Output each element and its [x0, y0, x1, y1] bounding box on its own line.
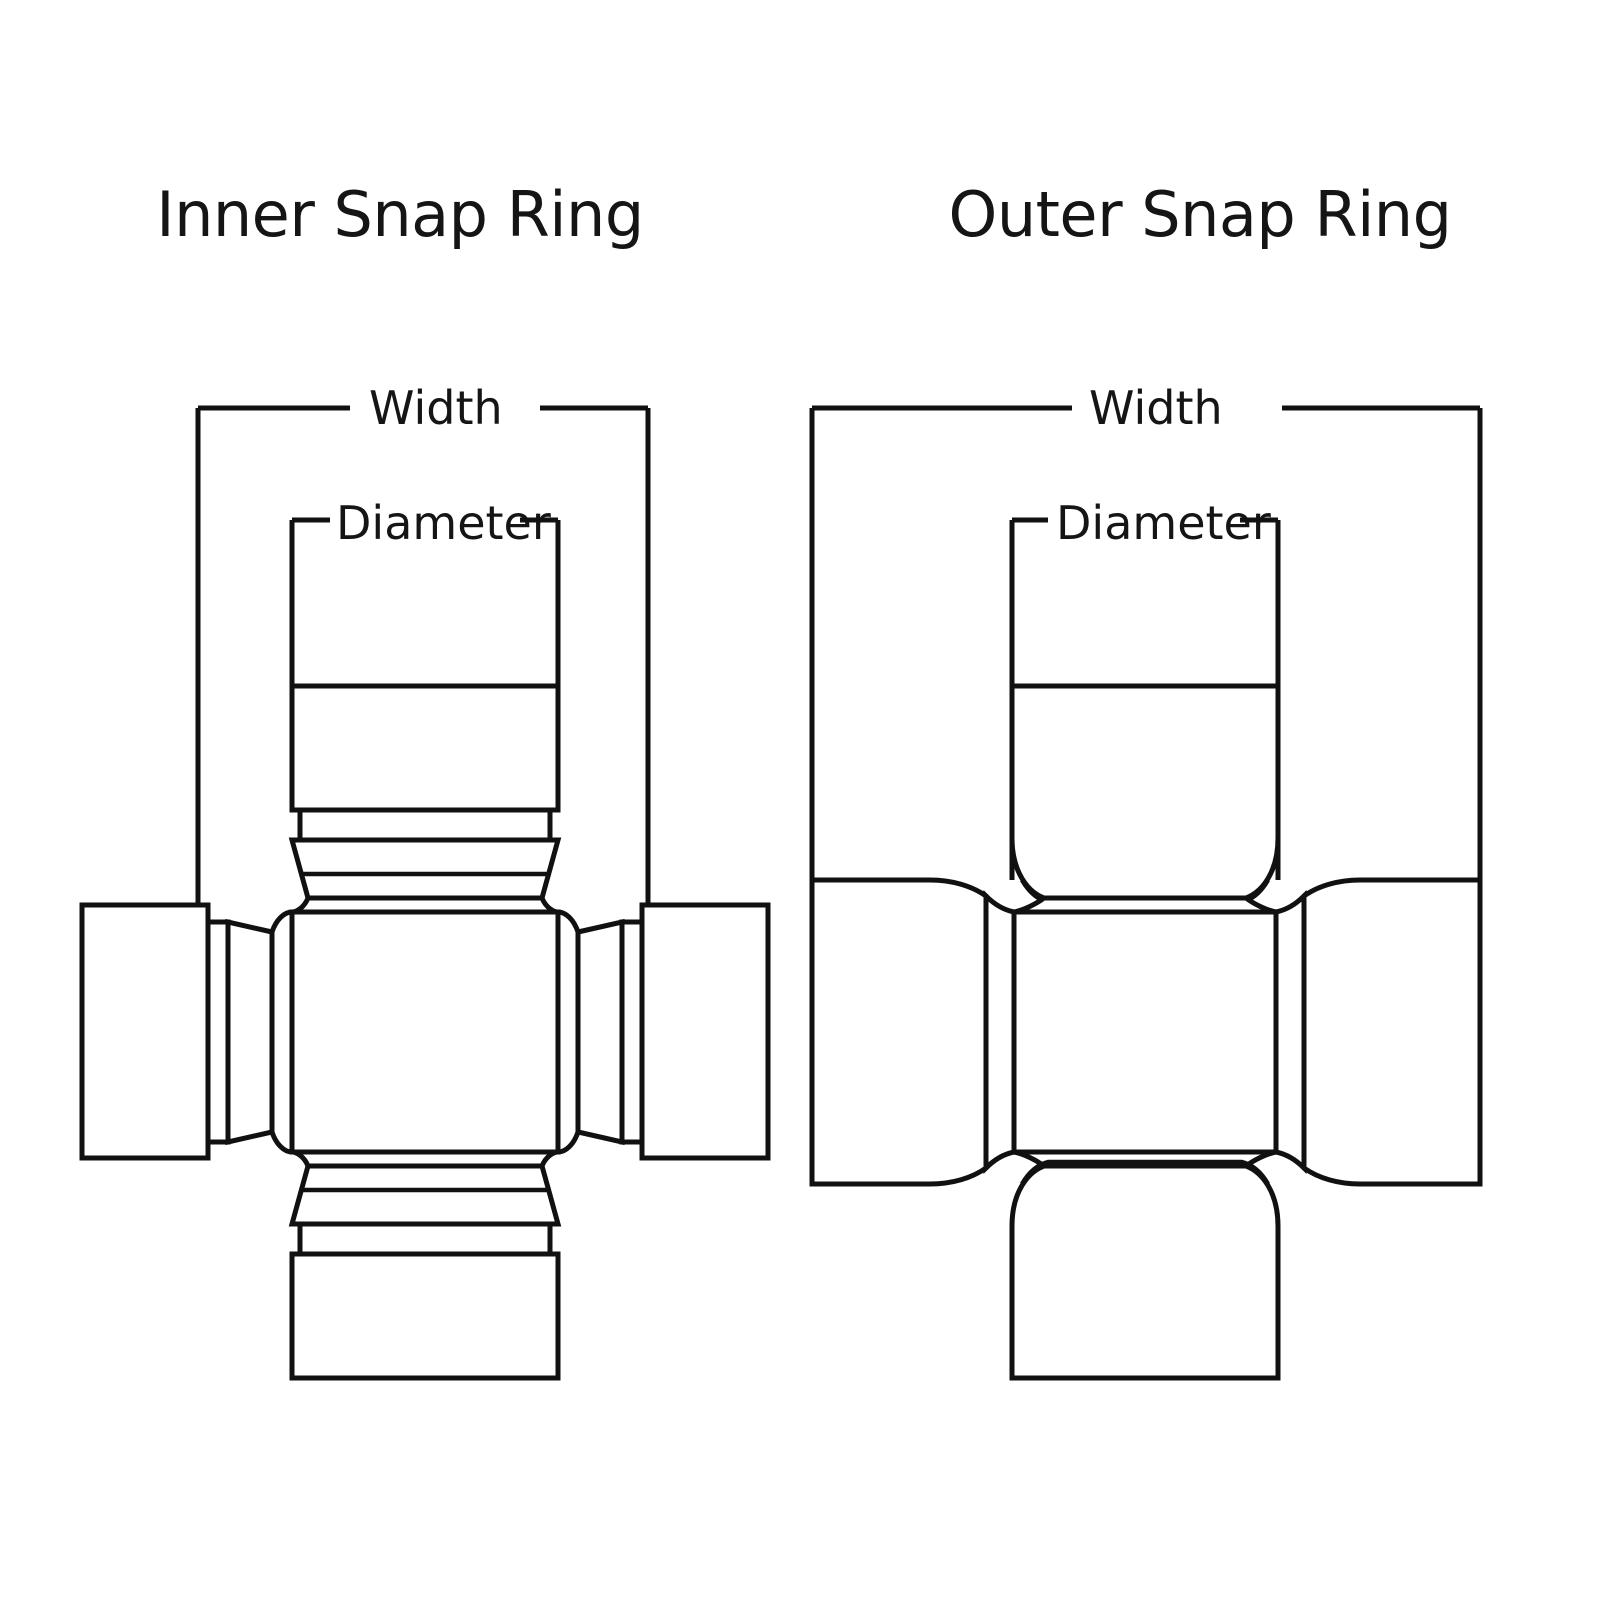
inner-snap-ring-group	[79, 405, 771, 1381]
top-bearing-cap-inner	[289, 683, 561, 813]
top-bearing-cap-outer	[1009, 683, 1281, 901]
left-snap-ring-groove-inner	[205, 919, 231, 1145]
left-trunnion-fillet-outer	[983, 889, 1017, 1175]
center-cross-body-inner	[289, 909, 561, 1155]
panel-title-outer-snap-ring: Outer Snap Ring	[948, 178, 1452, 251]
right-bearing-cap-outer	[1301, 877, 1483, 1187]
bottom-snap-ring-groove-inner	[297, 1221, 553, 1257]
left-trunnion-fillet-inner	[269, 909, 295, 1155]
width-dimension-bracket-outer	[809, 405, 1483, 908]
left-bearing-cap-outer	[809, 877, 989, 1187]
diameter-dimension-bracket-inner	[289, 517, 561, 690]
bottom-trunnion-transition-inner	[291, 1149, 559, 1169]
top-snap-ring-groove-inner	[297, 807, 553, 843]
right-bearing-seat-inner	[575, 918, 625, 1146]
outer-snap-ring-group	[809, 405, 1483, 1381]
right-trunnion-fillet-inner	[555, 909, 581, 1155]
bottom-seal-shoulder-inner	[288, 1163, 562, 1227]
width-dimension-label-outer: Width	[1075, 385, 1237, 431]
center-cross-body-outer	[1011, 909, 1279, 1155]
right-bearing-cap-inner	[639, 902, 771, 1161]
diameter-dimension-label-inner: Diameter	[322, 500, 565, 546]
bottom-bearing-cap-outer	[1009, 1163, 1281, 1381]
top-seal-shoulder-inner	[288, 837, 562, 901]
right-trunnion-fillet-outer	[1273, 889, 1307, 1175]
left-bearing-seat-inner	[225, 918, 275, 1146]
diameter-dimension-label-outer: Diameter	[1042, 500, 1285, 546]
bottom-bearing-cap-inner	[289, 1251, 561, 1381]
left-bearing-cap-inner	[79, 902, 211, 1161]
right-snap-ring-groove-inner	[619, 919, 645, 1145]
panel-title-inner-snap-ring: Inner Snap Ring	[156, 178, 644, 251]
width-dimension-label-inner: Width	[355, 385, 517, 431]
width-dimension-bracket-inner	[195, 405, 651, 930]
